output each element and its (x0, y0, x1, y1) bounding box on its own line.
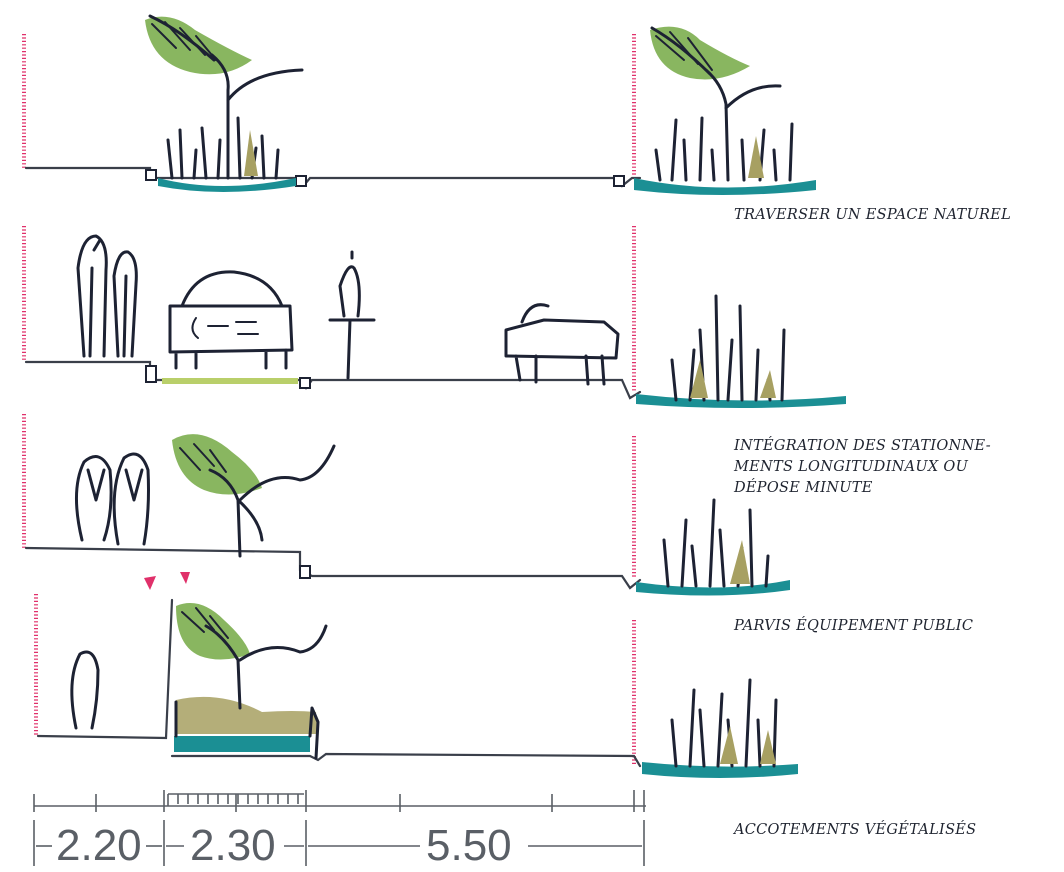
caption-public-forecourt: PARVIS ÉQUIPEMENT PUBLIC (734, 618, 974, 634)
tree-trunk (650, 26, 782, 182)
grass-fill (760, 370, 776, 398)
ground-profile (36, 598, 642, 768)
grasses (654, 116, 794, 182)
tree-trunk (204, 624, 328, 710)
ground-profile (24, 546, 642, 590)
raised-planter-grass (176, 696, 318, 734)
section-natural-space (22, 14, 816, 195)
grass-fill (244, 130, 258, 176)
tree-trunk (208, 444, 336, 558)
pedestrian-figure (75, 455, 113, 542)
pedestrian-figure (112, 452, 150, 546)
curb (295, 175, 307, 187)
parked-car-front (168, 270, 294, 370)
tree-canopy (172, 434, 262, 495)
pin-marker (180, 572, 190, 584)
tree-foliage-strokes (181, 607, 229, 639)
caption-natural-space: TRAVERSER UN ESPACE NATUREL (734, 207, 1012, 223)
dimension-label-sidewalk: 2.20 (56, 821, 142, 870)
section-parking (22, 226, 846, 408)
ground-profile (24, 360, 642, 400)
grass-fill (760, 730, 776, 764)
curb (145, 169, 157, 181)
dimension-hatch (167, 793, 304, 806)
pin-marker (144, 576, 156, 590)
raised-planter-base (174, 736, 310, 752)
pedestrian-figure (112, 250, 138, 358)
caption-parking-line-3: DÉPOSE MINUTE (734, 480, 873, 496)
grass-fill (730, 540, 750, 584)
planting-bed-water (636, 580, 790, 596)
caption-parking: INTÉGRATION DES STATIONNE- MENTS LONGITU… (734, 436, 1034, 499)
tree-foliage-strokes (151, 21, 217, 61)
dimension-label-roadway: 5.50 (426, 821, 512, 870)
section-vegetated-verges (34, 572, 798, 778)
tree-foliage-strokes (179, 443, 227, 473)
planting-bed-water (158, 178, 296, 192)
raised-planter-edge (174, 700, 320, 760)
grass-fill (720, 726, 738, 764)
planting-bed-water (642, 762, 798, 778)
grass-fill (690, 360, 708, 398)
grasses (166, 116, 280, 180)
tree-foliage-strokes (655, 31, 713, 71)
pedestrian-figure (76, 234, 108, 358)
caption-parking-line-2: MENTS LONGITUDINAUX OU (734, 459, 969, 475)
moving-car-side (504, 303, 620, 386)
grass-fill (748, 136, 764, 178)
dimension-string: 2.20 2.30 5.50 (33, 790, 646, 870)
dimension-label-planting-strip: 2.30 (190, 821, 276, 870)
section-public-forecourt (22, 414, 790, 596)
parking-strip (162, 378, 298, 384)
planting-bed-water (634, 178, 816, 195)
curb (299, 377, 311, 389)
curb (299, 565, 311, 579)
caption-vegetated-verges: ACCOTEMENTS VÉGÉTALISÉS (734, 822, 977, 838)
ground-profile (24, 166, 642, 188)
curb (613, 175, 625, 187)
cyclist-figure (328, 250, 376, 380)
car-grille (191, 317, 259, 339)
pedestrian-figure (70, 650, 100, 730)
grasses (662, 498, 770, 588)
caption-parking-line-1: INTÉGRATION DES STATIONNE- (734, 438, 991, 454)
curb (145, 365, 157, 383)
